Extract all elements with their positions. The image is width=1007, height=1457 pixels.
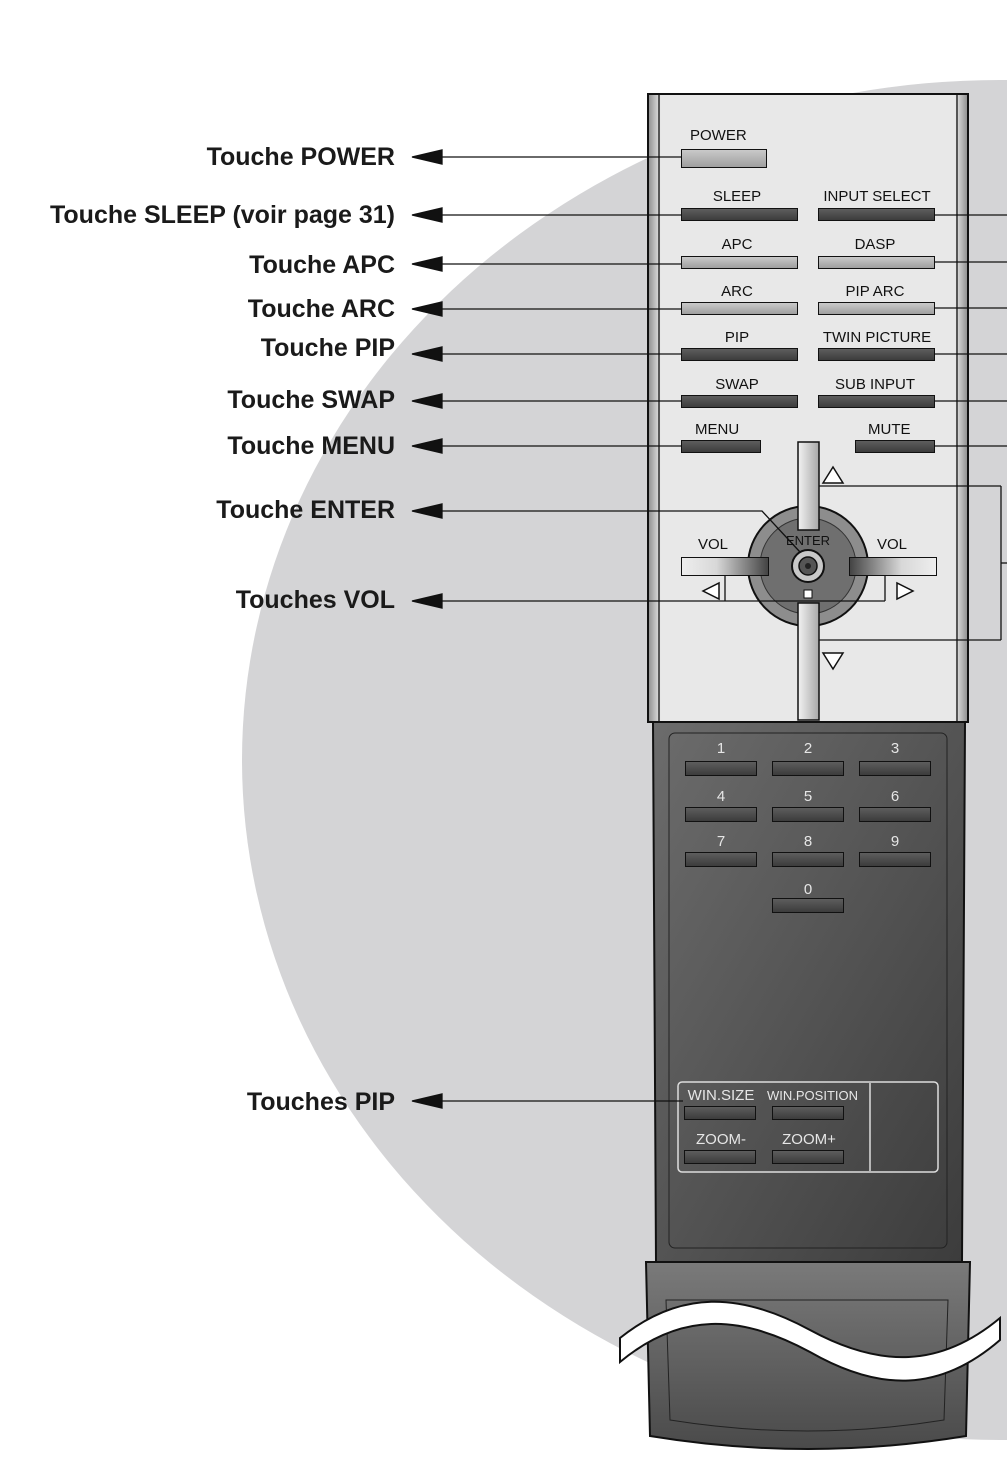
- swap-caption: SWAP: [715, 376, 759, 393]
- menu-button[interactable]: [681, 440, 761, 453]
- win-position-caption: WIN.POSITION: [767, 1088, 858, 1103]
- digit-9-caption: 9: [890, 833, 900, 850]
- digit-8-button[interactable]: [772, 852, 844, 867]
- mute-caption: MUTE: [868, 421, 911, 438]
- apc-caption: APC: [721, 236, 753, 253]
- label-apc: Touche APC: [249, 251, 395, 279]
- power-button[interactable]: [681, 149, 767, 168]
- zoom-minus-button[interactable]: [684, 1150, 756, 1164]
- swap-button[interactable]: [681, 395, 798, 408]
- digit-2-button[interactable]: [772, 761, 844, 776]
- input-select-caption: INPUT SELECT: [823, 188, 931, 205]
- pip-button[interactable]: [681, 348, 798, 361]
- digit-6-button[interactable]: [859, 807, 931, 822]
- twin-picture-caption: TWIN PICTURE: [822, 329, 932, 346]
- digit-6-caption: 6: [890, 788, 900, 805]
- dasp-button[interactable]: [818, 256, 935, 269]
- down-button: [797, 602, 820, 721]
- left-leader-lines: [411, 149, 886, 1109]
- digit-8-caption: 8: [803, 833, 813, 850]
- power-caption: POWER: [690, 127, 747, 144]
- digit-1-button[interactable]: [685, 761, 757, 776]
- sleep-caption: SLEEP: [712, 188, 762, 205]
- digit-3-caption: 3: [890, 740, 900, 757]
- digit-5-caption: 5: [803, 788, 813, 805]
- twin-picture-button[interactable]: [818, 348, 935, 361]
- arc-caption: ARC: [721, 283, 753, 300]
- digit-9-button[interactable]: [859, 852, 931, 867]
- win-size-caption: WIN.SIZE: [687, 1087, 755, 1104]
- digit-4-caption: 4: [716, 788, 726, 805]
- cut-mark: [619, 1300, 1001, 1382]
- pip-group-box: [677, 1081, 939, 1173]
- vol-down-button[interactable]: [681, 557, 769, 576]
- digit-5-button[interactable]: [772, 807, 844, 822]
- pip-arc-caption: PIP ARC: [845, 283, 905, 300]
- arc-button[interactable]: [681, 302, 798, 315]
- input-select-button[interactable]: [818, 208, 935, 221]
- win-position-button[interactable]: [772, 1106, 844, 1120]
- digit-7-button[interactable]: [685, 852, 757, 867]
- dasp-caption: DASP: [854, 236, 896, 253]
- left-arrow-icon: [701, 581, 720, 601]
- label-pip: Touche PIP: [260, 334, 395, 362]
- label-arc: Touche ARC: [247, 295, 395, 323]
- sub-input-caption: SUB INPUT: [834, 376, 915, 393]
- pip-arc-button[interactable]: [818, 302, 935, 315]
- label-menu: Touche MENU: [227, 432, 395, 460]
- digit-7-caption: 7: [716, 833, 726, 850]
- win-size-button[interactable]: [684, 1106, 756, 1120]
- up-button: [797, 441, 820, 531]
- zoom-plus-button[interactable]: [772, 1150, 844, 1164]
- sleep-button[interactable]: [681, 208, 798, 221]
- label-power: Touche POWER: [206, 143, 395, 171]
- pip-caption: PIP: [724, 329, 750, 346]
- label-vol: Touches VOL: [235, 586, 395, 614]
- vol-up-button[interactable]: [849, 557, 937, 576]
- label-enter: Touche ENTER: [216, 496, 395, 524]
- digit-4-button[interactable]: [685, 807, 757, 822]
- menu-caption: MENU: [695, 421, 740, 438]
- digit-3-button[interactable]: [859, 761, 931, 776]
- enter-caption: ENTER: [786, 533, 831, 548]
- down-arrow-icon: [821, 652, 845, 671]
- vol-right-caption: VOL: [877, 536, 908, 553]
- apc-button[interactable]: [681, 256, 798, 269]
- mute-button[interactable]: [855, 440, 935, 453]
- digit-2-caption: 2: [803, 740, 813, 757]
- right-arrow-icon: [896, 581, 915, 601]
- right-leader-lines: [819, 214, 1007, 641]
- zoom-minus-caption: ZOOM-: [696, 1131, 746, 1148]
- digit-0-button[interactable]: [772, 898, 844, 913]
- label-pip-group: Touches PIP: [246, 1088, 395, 1116]
- sub-input-button[interactable]: [818, 395, 935, 408]
- label-swap: Touche SWAP: [227, 386, 395, 414]
- digit-0-caption: 0: [803, 881, 813, 898]
- zoom-plus-caption: ZOOM+: [782, 1131, 836, 1148]
- digit-1-caption: 1: [716, 740, 726, 757]
- up-arrow-icon: [821, 465, 845, 484]
- vol-left-caption: VOL: [698, 536, 729, 553]
- label-sleep: Touche SLEEP (voir page 31): [50, 201, 395, 229]
